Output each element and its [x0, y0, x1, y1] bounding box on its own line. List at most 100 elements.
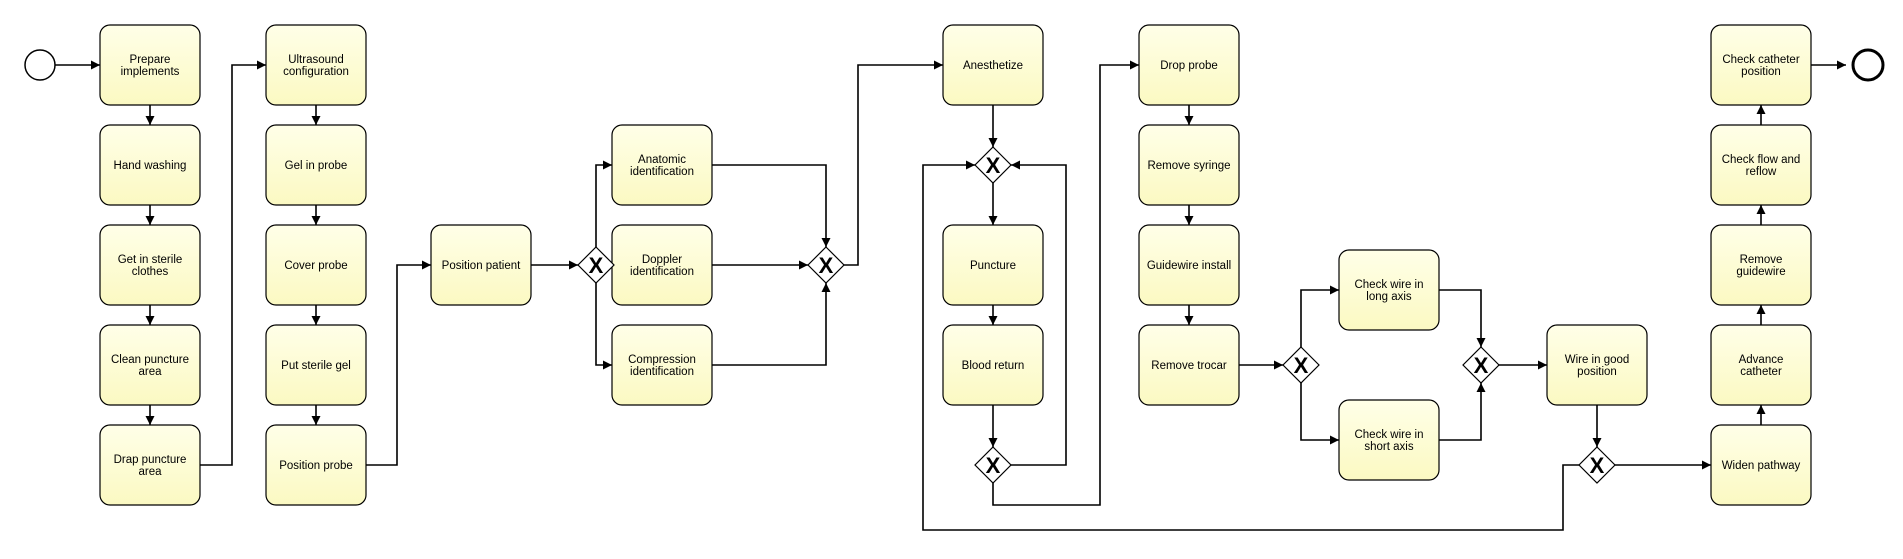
- gateway-diamond: [1578, 446, 1616, 484]
- sequence-flow-32: [1439, 289, 1486, 347]
- task-label-line: Blood return: [962, 360, 1025, 372]
- gateway-blood-return-check: X: [974, 446, 1012, 484]
- sequence-flow-6: [200, 60, 266, 466]
- task-blood-return: Blood return: [942, 324, 1044, 406]
- task-label-line: Compression: [628, 354, 696, 366]
- gateway-diamond: [577, 246, 615, 284]
- task-label-line: Put sterile gel: [281, 360, 351, 372]
- task-label-line: Prepare: [130, 54, 171, 66]
- task-box: [1710, 24, 1812, 106]
- task-label-line: implements: [121, 66, 180, 78]
- gateway-diamond: [807, 246, 845, 284]
- task-cover-probe: Cover probe: [265, 224, 367, 306]
- gateway-x-icon: X: [1590, 453, 1605, 478]
- sequence-flow-15: [595, 283, 612, 370]
- task-box: [265, 24, 367, 106]
- task-label-line: clothes: [132, 266, 169, 278]
- gateway-x-icon: X: [589, 253, 604, 278]
- task-label-line: Remove syringe: [1147, 160, 1230, 172]
- task-box: [1546, 324, 1648, 406]
- task-box: [99, 324, 201, 406]
- task-box: [99, 124, 201, 206]
- task-label-line: Drap puncture: [114, 454, 187, 466]
- task-remove-syringe: Remove syringe: [1138, 124, 1240, 206]
- task-hand-washing: Hand washing: [99, 124, 201, 206]
- gateway-x-icon: X: [819, 253, 834, 278]
- end-event: [1851, 48, 1885, 82]
- task-box: [430, 224, 532, 306]
- task-box: [265, 424, 367, 506]
- task-label-line: area: [138, 466, 162, 478]
- task-label-line: Cover probe: [284, 260, 347, 272]
- sequence-flow-37: [922, 160, 1579, 531]
- task-label-line: Puncture: [970, 260, 1016, 272]
- task-box: [611, 124, 713, 206]
- sequence-flow-11: [366, 260, 431, 466]
- task-label-line: Gel in probe: [285, 160, 348, 172]
- task-label-line: Position patient: [442, 260, 521, 272]
- task-box: [1138, 324, 1240, 406]
- task-anesthetize: Anesthetize: [942, 24, 1044, 106]
- task-label-line: position: [1741, 66, 1781, 78]
- start-event: [24, 49, 56, 81]
- task-label-line: Get in sterile: [118, 254, 183, 266]
- gateway-wire-position-check: X: [1578, 446, 1616, 484]
- task-label-line: Advance: [1739, 354, 1784, 366]
- task-label-line: guidewire: [1736, 266, 1785, 278]
- sequence-flow-16: [712, 164, 831, 247]
- task-box: [99, 224, 201, 306]
- sequence-flow-25: [992, 60, 1139, 506]
- task-label-line: Drop probe: [1160, 60, 1218, 72]
- task-label-line: Check wire in: [1354, 429, 1423, 441]
- gateway-join-identification: X: [807, 246, 845, 284]
- task-label-line: identification: [630, 266, 694, 278]
- gateway-diamond: [1462, 346, 1500, 384]
- task-label-line: Remove: [1740, 254, 1783, 266]
- task-gel-probe: Gel in probe: [265, 124, 367, 206]
- task-box: [942, 324, 1044, 406]
- task-label-line: Check flow and: [1722, 154, 1801, 166]
- gateway-x-icon: X: [1474, 353, 1489, 378]
- task-label-line: Remove trocar: [1151, 360, 1227, 372]
- gateway-x-icon: X: [986, 153, 1001, 178]
- gateway-split-identification: X: [577, 246, 615, 284]
- gateway-diamond: [974, 446, 1012, 484]
- task-label-line: Anatomic: [638, 154, 686, 166]
- task-label-line: reflow: [1746, 166, 1777, 178]
- task-label-line: identification: [630, 366, 694, 378]
- sequence-flow-30: [1300, 285, 1339, 347]
- task-box: [1710, 124, 1812, 206]
- task-box: [942, 24, 1044, 106]
- sequence-flow-19: [844, 60, 943, 266]
- gateway-x-icon: X: [986, 453, 1001, 478]
- gateway-x-icon: X: [1294, 353, 1309, 378]
- task-puncture: Puncture: [942, 224, 1044, 306]
- sequence-flow-18: [712, 283, 831, 366]
- task-box: [265, 124, 367, 206]
- gateway-split-wire-check: X: [1282, 346, 1320, 384]
- task-label-line: Doppler: [642, 254, 682, 266]
- task-box: [1138, 24, 1240, 106]
- task-box: [1138, 124, 1240, 206]
- task-box: [1338, 249, 1440, 331]
- task-label-line: Clean puncture: [111, 354, 189, 366]
- task-position-patient: Position patient: [430, 224, 532, 306]
- sequence-flow-13: [595, 160, 612, 247]
- gateway-diamond: [1282, 346, 1320, 384]
- task-label-line: Hand washing: [114, 160, 187, 172]
- task-label-line: Widen pathway: [1722, 460, 1801, 472]
- task-box: [1338, 399, 1440, 481]
